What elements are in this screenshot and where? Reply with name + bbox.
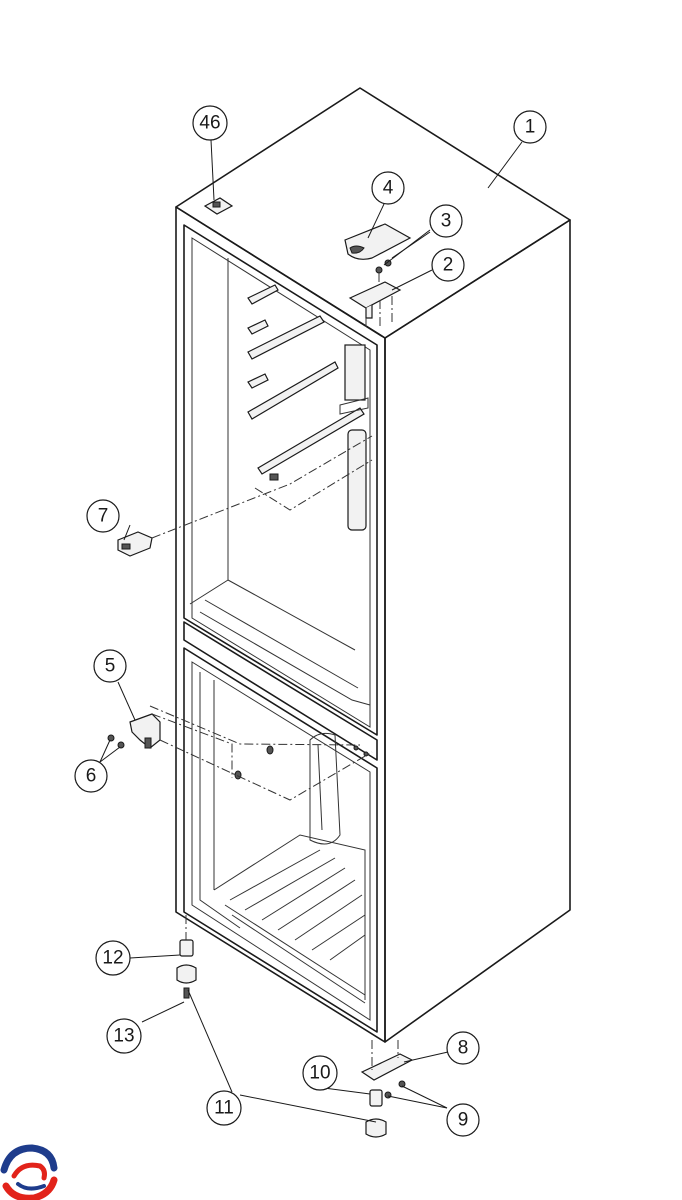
- callout-7: 7: [86, 499, 120, 533]
- callout-10: 10: [302, 1055, 338, 1091]
- cabinet-body: [175, 87, 571, 1043]
- callout-label-7: 7: [98, 506, 109, 527]
- part-5-6-assembly: [107, 705, 373, 801]
- air-duct-lower: [347, 429, 367, 531]
- part-3-screw-a: [375, 266, 383, 274]
- bottom-parts: [176, 915, 414, 1138]
- callout-label-2: 2: [443, 255, 454, 276]
- shelf-rail-2: [247, 319, 269, 335]
- part-9-screw-b: [398, 1080, 406, 1088]
- shelf-rail-6: [257, 407, 365, 475]
- part-6-screw-b: [117, 741, 125, 749]
- shelf-rail-5: [247, 361, 339, 420]
- top-parts: [203, 197, 412, 328]
- callout-label-5: 5: [105, 656, 116, 677]
- part-7-housing: [117, 531, 153, 557]
- upper-compartment-interior: [189, 258, 371, 706]
- leader-lines: [99, 139, 523, 1123]
- callout-label-10: 10: [309, 1063, 330, 1084]
- mount-hole-1: [266, 745, 274, 755]
- part-9-screw-a: [384, 1091, 392, 1099]
- shelf-rail-4: [247, 373, 269, 389]
- part-12-foot-insert: [179, 939, 194, 957]
- part-8-bottom-hinge: [360, 1053, 414, 1081]
- shelf-rail-1: [247, 284, 279, 305]
- callout-4: 4: [371, 171, 405, 205]
- callout-label-1: 1: [525, 117, 536, 138]
- part-5-middle-hinge: [129, 713, 161, 749]
- part-13-adjustable-foot: [176, 964, 197, 984]
- part-3-screw-b: [384, 259, 392, 267]
- brand-logo-icon: [0, 1144, 58, 1200]
- callout-label-13: 13: [113, 1026, 134, 1047]
- callout-9: 9: [446, 1103, 480, 1137]
- callout-label-4: 4: [383, 178, 394, 199]
- callout-label-46: 46: [199, 113, 220, 134]
- part-4-hinge-cover: [344, 223, 412, 260]
- lower-compartment-interior: [199, 672, 369, 1004]
- callout-5: 5: [93, 649, 127, 683]
- callout-label-8: 8: [458, 1038, 469, 1059]
- part-6-screw-a: [107, 734, 115, 742]
- callout-2: 2: [431, 248, 465, 282]
- shelf-rail-3: [247, 315, 325, 360]
- sensor-clip: [269, 473, 279, 481]
- callout-6: 6: [74, 759, 108, 793]
- callout-46: 46: [192, 105, 228, 141]
- callout-11: 11: [206, 1090, 242, 1126]
- callout-label-3: 3: [441, 211, 452, 232]
- callout-label-11: 11: [214, 1098, 234, 1119]
- mount-hole-2: [234, 770, 242, 780]
- callout-label-12: 12: [102, 948, 123, 969]
- part-10-pin: [369, 1089, 383, 1107]
- callout-label-9: 9: [458, 1110, 469, 1131]
- callout-13: 13: [106, 1018, 142, 1054]
- air-duct-upper: [344, 344, 366, 401]
- callout-label-6: 6: [86, 766, 97, 787]
- callout-1: 1: [513, 110, 547, 144]
- callout-12: 12: [95, 940, 131, 976]
- part-2-top-hinge: [348, 281, 402, 309]
- callout-3: 3: [429, 204, 463, 238]
- callout-8: 8: [446, 1031, 480, 1065]
- part-7-assembly: [117, 435, 373, 557]
- part-11-foot: [365, 1118, 387, 1138]
